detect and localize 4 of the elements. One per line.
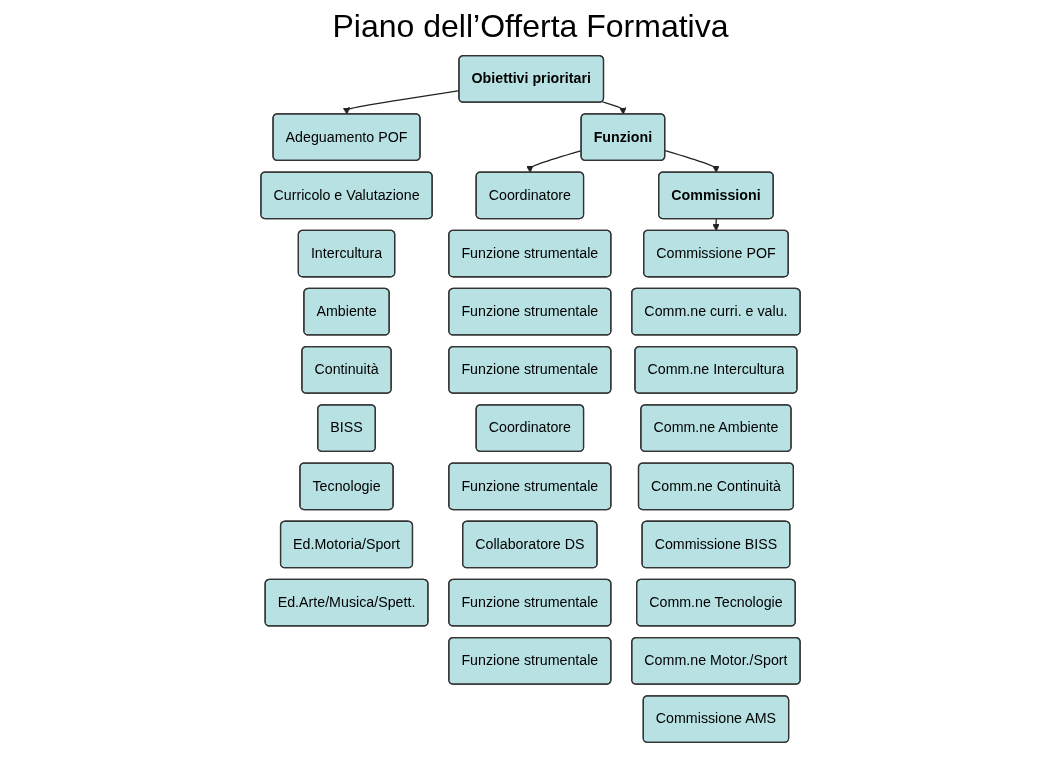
arrow bbox=[664, 150, 720, 173]
arrow bbox=[601, 101, 627, 115]
arrow bbox=[712, 218, 720, 232]
diagram-title: Piano dell’Offerta Formativa bbox=[331, 8, 730, 45]
